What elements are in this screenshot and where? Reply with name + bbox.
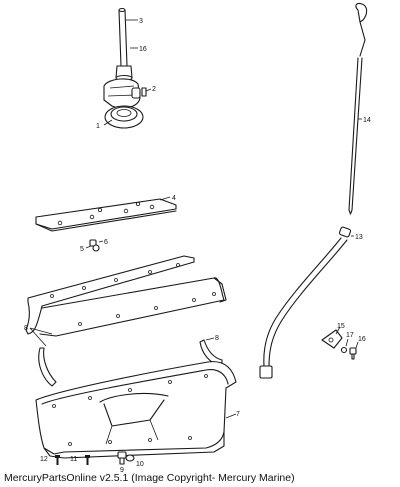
- oil-pan[interactable]: [35, 361, 237, 459]
- callout-17: 17: [346, 332, 354, 339]
- callout-labels: 3 16 2 1 4 5 6 7 8 8 9 10 11 12 13 14 15…: [24, 18, 371, 474]
- callout-18: 16: [139, 46, 147, 53]
- callout-15: 15: [337, 323, 345, 330]
- callout-10: 10: [136, 461, 144, 468]
- callout-8-left: 8: [24, 325, 28, 332]
- callout-1: 1: [96, 123, 100, 130]
- callout-12: 12: [40, 456, 48, 463]
- callout-7: 7: [236, 411, 240, 418]
- callout-4: 4: [172, 195, 176, 202]
- callout-16: 16: [358, 336, 366, 343]
- windage-tray[interactable]: [35, 198, 177, 232]
- callout-5: 5: [80, 246, 84, 253]
- dipstick[interactable]: [348, 2, 368, 215]
- callout-3: 3: [139, 18, 143, 25]
- callout-6: 6: [104, 239, 108, 246]
- oil-pump-pickup-assembly[interactable]: [103, 7, 147, 129]
- callout-8-right: 8: [215, 335, 219, 342]
- callout-9: 9: [120, 467, 124, 474]
- dipstick-tube-bracket[interactable]: [321, 329, 357, 360]
- callout-14: 14: [363, 117, 371, 124]
- callout-13: 13: [355, 234, 363, 241]
- drain-plug[interactable]: [117, 451, 135, 465]
- leader-lines: [29, 19, 362, 419]
- callout-11: 11: [70, 456, 77, 463]
- oil-pan-gasket[interactable]: [25, 255, 227, 387]
- nut-and-washer[interactable]: [89, 239, 100, 252]
- callout-2: 2: [152, 86, 156, 93]
- dipstick-tube[interactable]: [259, 226, 352, 379]
- copyright-caption: MercuryPartsOnline v2.5.1 (Image Copyrig…: [4, 472, 295, 484]
- oil-pan-bolts[interactable]: [55, 455, 90, 465]
